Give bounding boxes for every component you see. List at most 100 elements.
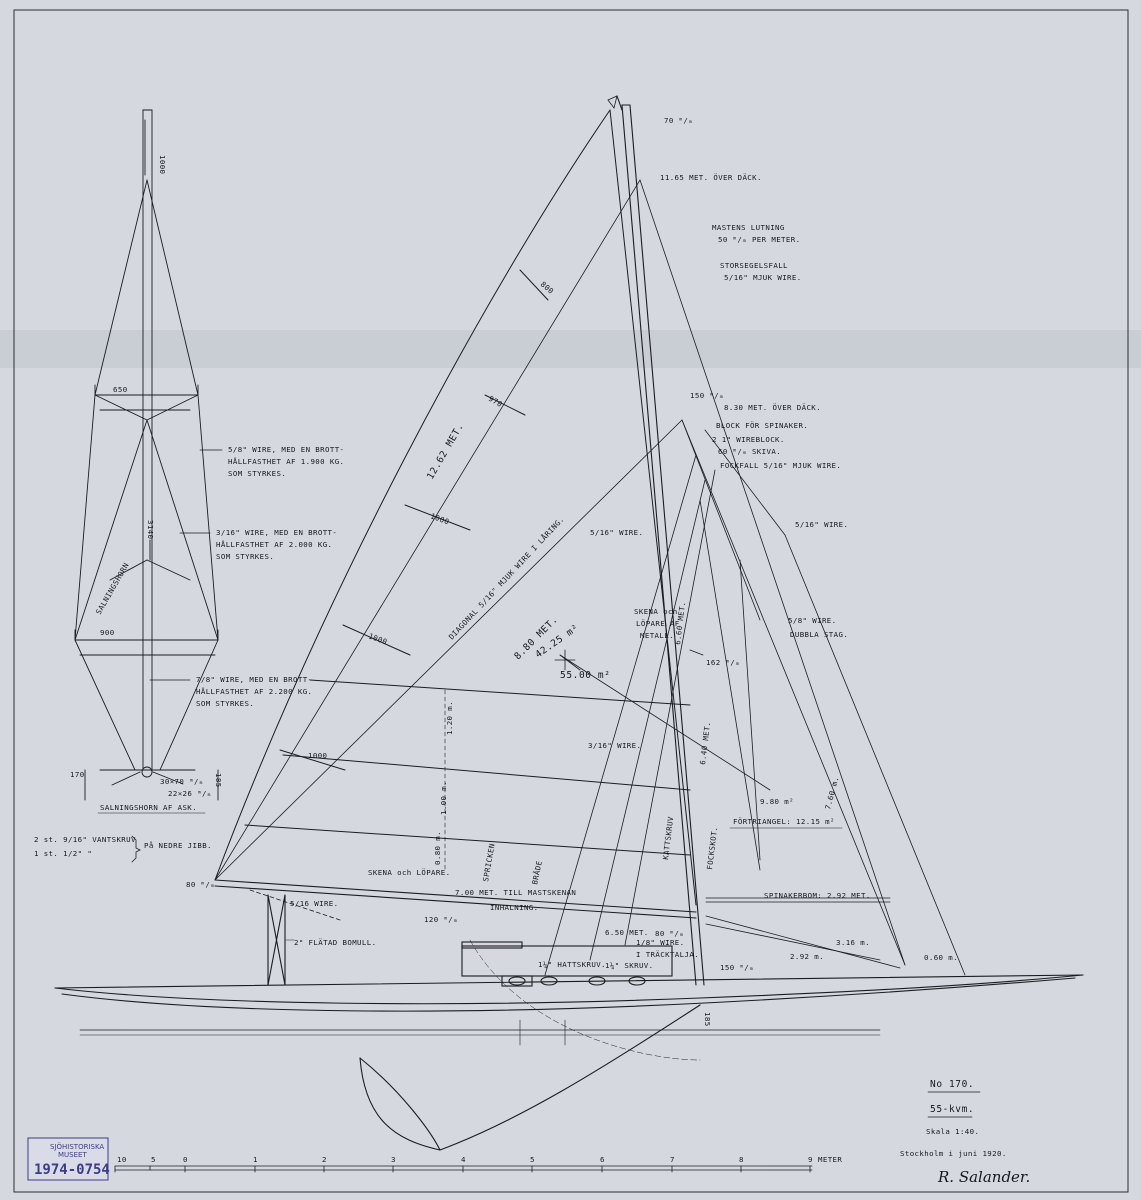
note-1-line-1: 5/8" WIRE, MED EN BROTT- [228,445,344,454]
note-3-line-1: 7/8" WIRE, MED EN BROTT- [196,675,312,684]
boom-length: 7.00 MET. TILL MASTSKENAN [455,888,576,897]
mast-rake-1: MASTENS LUTNING [712,223,785,232]
block-label: BLOCK FÖR SPINAKER. [716,421,808,430]
note-2-line-1: 3/16" WIRE, MED EN BROTT- [216,528,337,537]
brade-label: BRÄDE [530,860,544,886]
dim-30x70: 30×70 ᵐ/ₘ [160,777,204,786]
stamp-number: 1974-0754 [34,1162,110,1178]
dubbla-stag: DUBBLA STAG. [790,630,848,639]
scale-label-1: 1 [253,1155,258,1164]
mast-detail-caption: SALNINGSHORN AF ASK. [100,803,197,812]
mast-height: 3140 [146,520,155,539]
scale-label-8: 8 [739,1155,744,1164]
wire-314: 3/16" WIRE. [588,741,641,750]
scale-label-4: 4 [461,1155,466,1164]
total-sail-area: 55.00 m² [560,670,611,681]
halyard-2: 5/16" MJUK WIRE. [724,273,802,282]
dim-316: 3.16 m. [836,938,870,947]
dim-80mm: 80 ᵐ/ₘ [186,880,215,889]
batten-3: 1000 [429,511,450,526]
trackt: I TRÄCKTALJA. [636,950,699,959]
scale-label-6: 6 [600,1155,605,1164]
dim-162: 162 ᵐ/ₘ [706,658,740,667]
dim-170: 170 [70,770,85,779]
dim-150-deck: 150 ᵐ/ₘ [720,963,754,972]
vantskruv-line-3: På NEDRE JIBB. [144,841,212,850]
scale-label-10: 10 [117,1155,127,1164]
mast-rake-2: 50 ᵐ/ₘ PER METER. [718,235,800,244]
batten-5: 1000 [308,751,327,760]
height-830: 8.30 MET. ÖVER DÄCK. [724,403,821,412]
skena-2: LÖPARE AF [636,619,680,628]
wire-block-2: 60 ᵐ/ₘ SKIVA. [718,447,781,456]
note-2-line-2: HÅLLFASTHET AF 2.000 KG. [216,540,332,549]
halyard-1: STORSEGELSFALL [720,261,788,270]
vantskruv-line-2: 1 st. 1/2" " [34,849,92,858]
dim-100: 1.00 m. [439,781,448,815]
scale-label-9: 9 [808,1155,813,1164]
dim-060: 0.60 m. [924,953,958,962]
skena-1: SKENA och [634,607,678,616]
vantskruv-line-1: 2 st. 9/16" VANTSKRUV [34,835,136,844]
note-1-line-3: SOM STYRKES. [228,469,286,478]
dim-80: 80 ᵐ/ₘ [655,929,684,938]
skena-3: METALL. [640,631,674,640]
note-1-line-2: HÅLLFASTHET AF 1.900 KG. [228,457,344,466]
mast-detail [74,109,219,801]
dim-22x26: 22×26 ᵐ/ₘ [168,789,212,798]
wire-516: 5/16" WIRE. [590,528,643,537]
scale-bar-labels: 10 5 0 1 2 3 4 5 6 7 8 9 METER [117,1155,842,1164]
dim-650: 6.50 MET. [605,928,649,937]
note-3-line-3: SOM STYRKES. [196,699,254,708]
scale-label-0: 0 [183,1155,188,1164]
hull [54,939,1084,1151]
main-boom [214,879,697,986]
dim-185: 185 [214,773,223,788]
place-date: Stockholm i juni 1920. [900,1149,1007,1158]
height-640: 6.40 MET. [698,721,712,765]
wire-18: 1/8" WIRE. [636,938,685,947]
mainsail [214,109,697,906]
vantskruv-brace [131,835,141,863]
dim-150-top: 150 ᵐ/ₘ [690,391,724,400]
spreader-word: SALNINGSHORN [94,561,131,616]
height-1165: 11.65 MET. ÖVER DÄCK. [660,173,762,182]
wire-58: 5/8" WIRE. [788,616,837,625]
inhalning: INHALNING. [490,903,539,912]
title-block: No 170. 55-kvm. Skala 1:40. Stockholm i … [900,1079,1030,1186]
scale-label-3: 3 [391,1155,396,1164]
dim-120: 1.20 m. [445,701,454,735]
signature: R. Salander. [937,1168,1030,1186]
upper-spreader-length: 650 [113,385,128,394]
wire-516b: 5/16 WIRE. [290,899,339,908]
note-3-line-2: HÅLLFASTHET AF 2.200 KG. [196,687,312,696]
archive-stamp: SJÖHISTORISKA MUSEET 1974-0754 [27,1137,110,1181]
paper-band [0,330,1141,368]
fock-fall: FOCKFALL 5/16" MJUK WIRE. [720,461,841,470]
sheet-border [13,9,1129,1193]
ref-number: No 170. [930,1079,974,1090]
lower-spreader-length: 900 [100,628,115,637]
scale-label-meter: METER [818,1155,842,1164]
sail-980: 9.80 m² [760,797,794,806]
stamp-line-2: MUSEET [58,1151,87,1159]
boom-skena: SKENA och LÖPARE. [368,868,450,877]
fortriangel: FÖRTRIANGEL: 12.15 m² [733,817,835,826]
dim-292: 2.92 m. [790,952,824,961]
scale-label: Skala 1:40. [926,1127,979,1136]
headsail-rigging [214,179,966,976]
mast-top-length: 1000 [158,155,167,174]
class-name: 55-kvm. [930,1104,974,1115]
scale-label-2: 2 [322,1155,327,1164]
scale-bar [114,1165,813,1173]
scale-label-5: 5 [151,1155,156,1164]
scale-label-5b: 5 [530,1155,535,1164]
mast-sheet-label: FOCKSKOT. [705,826,719,870]
dim-185-post: 185 [703,1012,712,1027]
flatad-bomull: 2" FLÄTAD BOMULL. [294,938,376,947]
mainsail-luff: 12.62 MET. [425,421,466,481]
note-2-line-3: SOM STYRKES. [216,552,274,561]
dim-080: 0.80 m. [433,831,442,865]
